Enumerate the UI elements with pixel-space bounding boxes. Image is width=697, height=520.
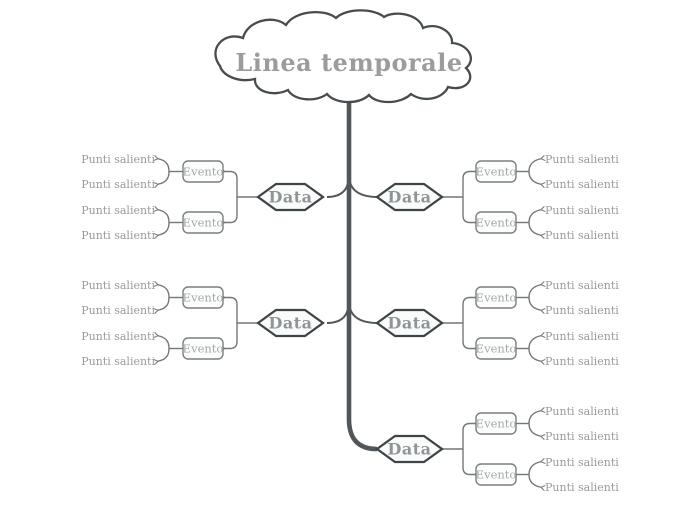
event-node — [475, 286, 517, 309]
highlight-label: Punti salienti — [545, 405, 619, 418]
highlight-label: Punti salienti — [81, 279, 155, 292]
event-node-label: Evento — [183, 216, 224, 230]
date-node — [375, 434, 444, 464]
highlight-label: Punti salienti — [545, 304, 619, 317]
highlight-label: Punti salienti — [81, 330, 155, 343]
highlight-bracket — [528, 210, 541, 236]
event-node-label: Evento — [476, 342, 517, 356]
highlight-bracket — [158, 336, 170, 362]
highlight-bracket — [158, 159, 170, 185]
date-node-label: Data — [269, 188, 313, 207]
highlight-label: Punti salienti — [81, 178, 155, 191]
highlight-label: Punti salienti — [545, 178, 619, 191]
event-node — [182, 286, 224, 309]
date-node-label: Data — [269, 314, 313, 333]
trunk-branch-curve — [326, 174, 350, 198]
highlight-label: Punti salienti — [81, 229, 155, 242]
highlight-label: Punti salienti — [81, 153, 155, 166]
event-node-label: Evento — [476, 468, 517, 482]
highlight-label: Punti salienti — [545, 153, 619, 166]
branch-row1-left: Data Evento Punti salienti Punti salient… — [81, 153, 325, 242]
highlight-label: Punti salienti — [545, 481, 619, 494]
date-node — [375, 308, 444, 338]
highlight-bracket — [528, 285, 541, 311]
root-node: Linea temporale — [214, 9, 472, 104]
highlight-label: Punti salienti — [545, 204, 619, 217]
highlight-bracket — [528, 336, 541, 362]
event-node-label: Evento — [183, 342, 224, 356]
trunk-branch-curve — [326, 300, 350, 324]
date-node — [375, 182, 444, 212]
timeline-trunk — [346, 90, 378, 452]
highlight-label: Punti salienti — [545, 330, 619, 343]
event-node — [475, 211, 517, 234]
event-node-label: Evento — [476, 291, 517, 305]
highlight-bracket — [528, 159, 541, 185]
event-node-label: Evento — [476, 216, 517, 230]
event-node — [182, 337, 224, 360]
date-node — [256, 182, 325, 212]
highlight-label: Punti salienti — [81, 204, 155, 217]
date-node-label: Data — [388, 314, 432, 333]
trunk-branch-curve — [348, 174, 379, 198]
event-node-label: Evento — [476, 165, 517, 179]
date-node — [256, 308, 325, 338]
highlight-label: Punti salienti — [545, 430, 619, 443]
event-node — [475, 337, 517, 360]
branch-row2-right: Data Evento Punti salienti Punti salient… — [375, 279, 619, 368]
event-node — [182, 211, 224, 234]
highlight-label: Punti salienti — [545, 456, 619, 469]
event-node-label: Evento — [183, 165, 224, 179]
trunk-branch-curve — [348, 300, 379, 324]
branch-row3-right: Data Evento Punti salienti Punti salient… — [375, 405, 619, 494]
event-fork — [462, 172, 475, 223]
highlight-label: Punti salienti — [545, 229, 619, 242]
root-node-label: Linea temporale — [235, 48, 462, 77]
date-node-label: Data — [388, 188, 432, 207]
highlight-bracket — [528, 462, 541, 488]
highlight-label: Punti salienti — [545, 279, 619, 292]
highlight-bracket — [158, 285, 170, 311]
event-node — [475, 160, 517, 183]
highlight-bracket — [528, 411, 541, 437]
event-fork — [462, 424, 475, 475]
event-node-label: Evento — [183, 291, 224, 305]
event-node — [475, 412, 517, 435]
event-node — [475, 463, 517, 486]
highlight-bracket — [158, 210, 170, 236]
highlight-label: Punti salienti — [545, 355, 619, 368]
event-node-label: Evento — [476, 417, 517, 431]
event-fork — [462, 298, 475, 349]
highlight-label: Punti salienti — [81, 304, 155, 317]
event-fork — [225, 298, 238, 349]
highlight-label: Punti salienti — [81, 355, 155, 368]
branch-row2-left: Data Evento Punti salienti Punti salient… — [81, 279, 325, 368]
date-node-label: Data — [388, 440, 432, 459]
cloud-shape — [214, 9, 472, 104]
branch-row1-right: Data Evento Punti salienti Punti salient… — [375, 153, 619, 242]
event-fork — [225, 172, 238, 223]
event-node — [182, 160, 224, 183]
